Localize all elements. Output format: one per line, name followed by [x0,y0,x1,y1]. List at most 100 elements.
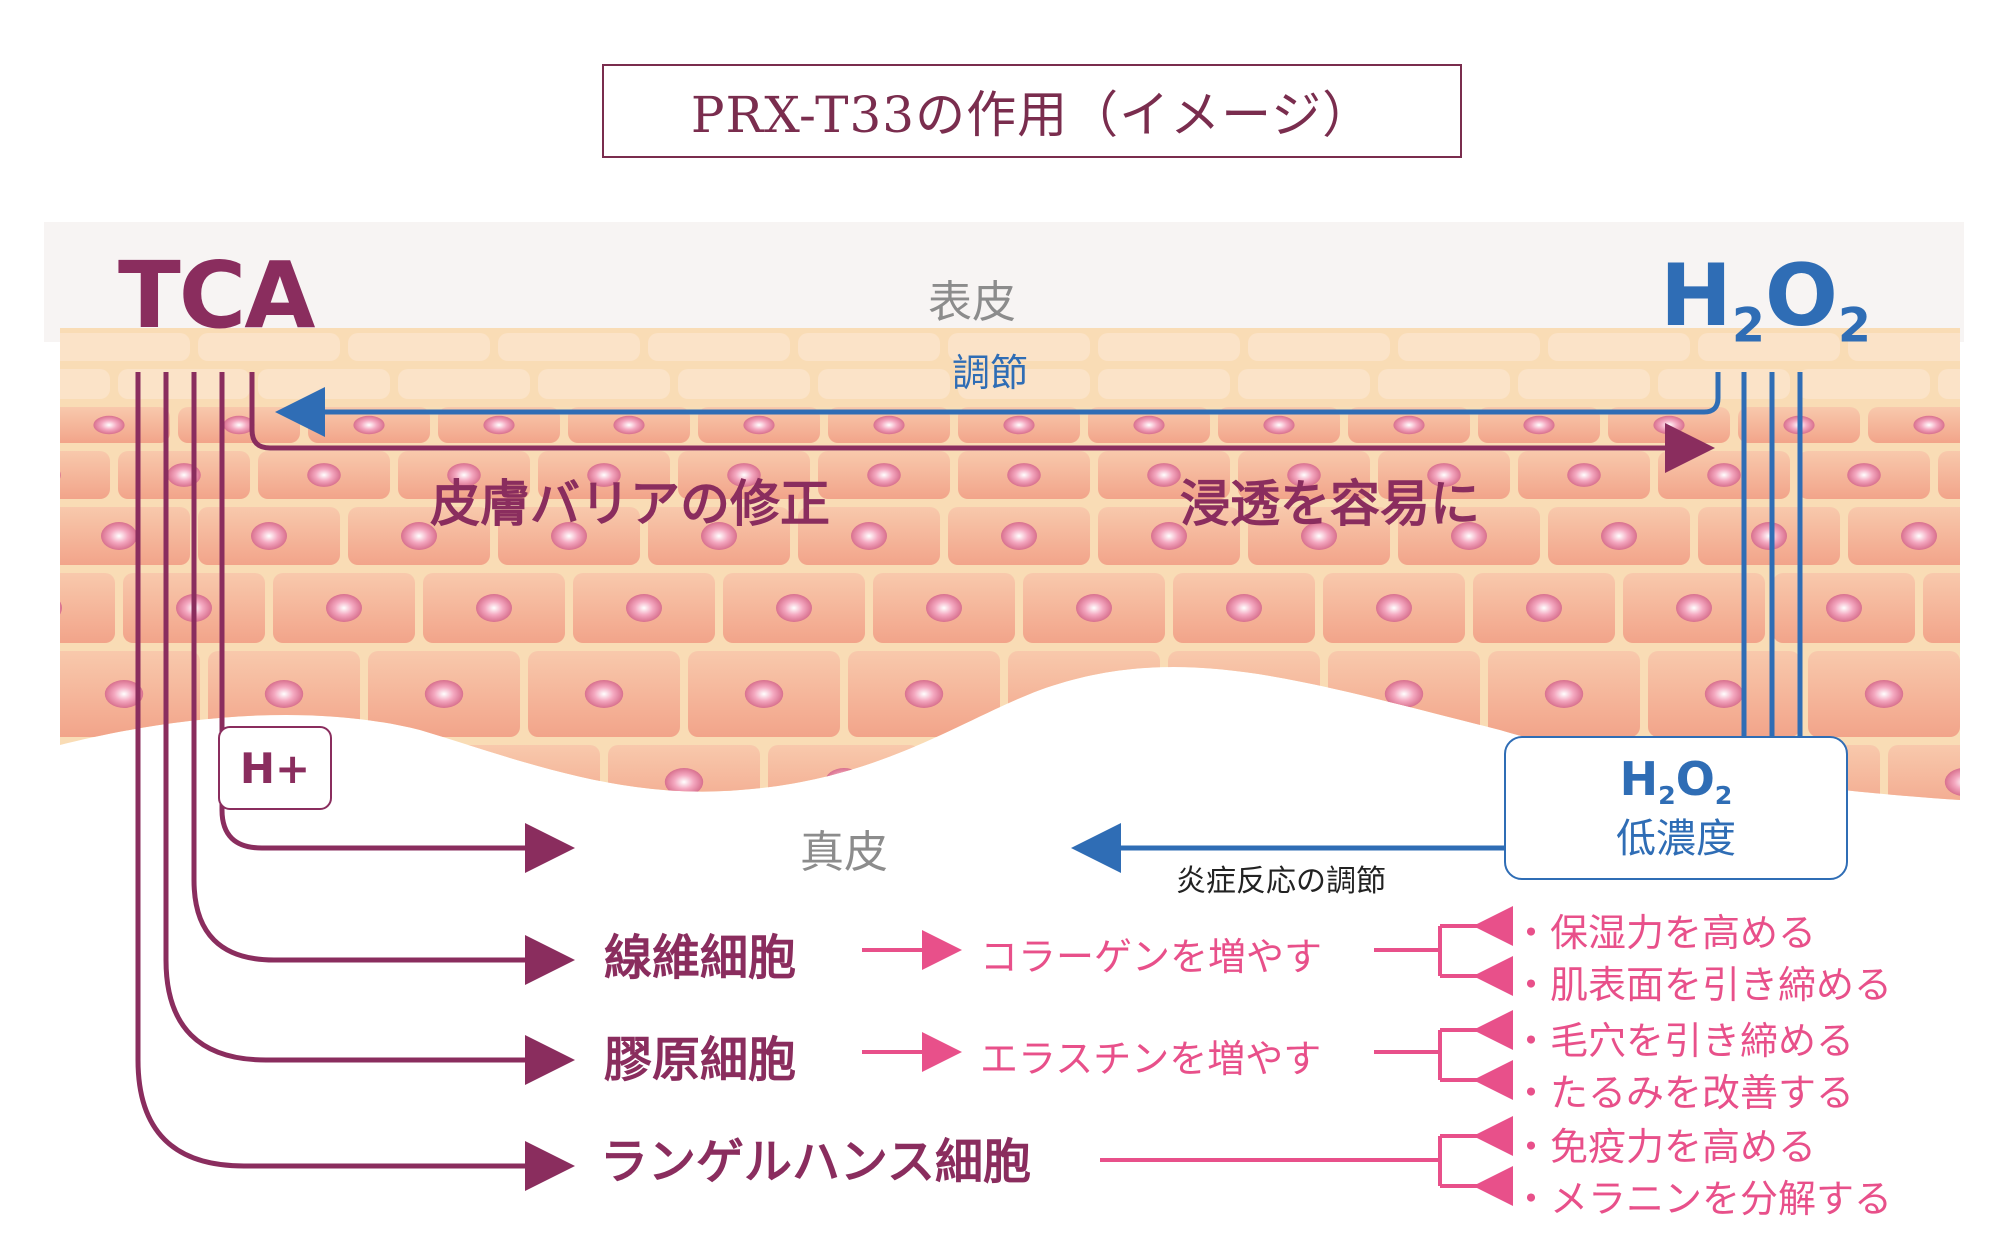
cell-nucleus [1676,594,1712,622]
cell-nucleus [476,594,512,622]
cell-nucleus [424,680,464,708]
h2o2-o: O [1764,246,1839,346]
cell-nucleus [873,415,905,435]
h2o2-box-h: H [1619,752,1659,806]
cell-nucleus [664,768,704,796]
regulation-label: 調節 [952,351,1029,395]
skin-cell [1238,369,1370,399]
skin-cell [118,369,250,399]
cell-nucleus [401,522,437,550]
fibrocyte-result-branch [1374,924,1490,978]
tca-barrier-arrow [249,372,1715,473]
cell-nucleus [1601,522,1637,550]
skin-cell [1888,745,1960,800]
cell-nucleus [1226,594,1262,622]
result-melanin: ・メラニンを分解する [1512,1177,1893,1221]
cell-nucleus [1526,594,1562,622]
cell-nucleus [1007,463,1041,487]
cell-nucleus [1707,463,1741,487]
cell-nucleus [776,594,812,622]
cell-nucleus [1301,522,1337,550]
cell-nucleus [101,522,137,550]
skin-cell [1923,573,1960,643]
skin-cell [1798,369,1930,399]
elastin-increase-label: エラスチンを増やす [980,1037,1322,1081]
h2o2-regulation-arrow [275,372,1721,437]
skin-cell [60,369,110,399]
cell-nucleus [1263,415,1295,435]
h2o2-sub2: 2 [1838,298,1871,354]
dermis-label: 真皮 [800,827,888,878]
cell-nucleus [584,680,624,708]
epidermis-label: 表皮 [928,277,1016,328]
cell-nucleus [867,463,901,487]
h2o2-box-formula: H2O2 [1506,752,1846,810]
tca-collagen-cell-arrow [163,372,575,1085]
collagen-result-branch [1374,1028,1490,1082]
skin-cell [498,333,640,361]
h2o2-box-sub2: 2 [1714,780,1733,810]
h2o2-h: H [1660,246,1732,346]
cell-nucleus [626,594,662,622]
cell-nucleus [353,415,385,435]
cell-nucleus [93,415,125,435]
skin-cell [1848,333,1960,361]
skin-cell [1518,369,1650,399]
h2o2-sub1: 2 [1731,298,1765,354]
cell-nucleus [743,415,775,435]
collagen-increase-label: コラーゲンを増やす [980,935,1323,979]
cell-nucleus [904,680,944,708]
cell-nucleus [1384,680,1424,708]
skin-cell [1098,333,1240,361]
h2o2-low-box: H2O2 低濃度 [1504,736,1848,880]
skin-cell [60,451,110,499]
diagram-title: PRX-T33の作用（イメージ） [690,86,1374,144]
cell-nucleus [1901,522,1937,550]
cell-nucleus [1147,463,1181,487]
h2o2-label: H2O2 [1660,246,1871,354]
langerhans-result-branch [1100,1134,1490,1188]
skin-cell [1398,333,1540,361]
cell-nucleus [613,415,645,435]
skin-cell [1378,369,1510,399]
cell-nucleus [1451,522,1487,550]
cell-nucleus [1523,415,1555,435]
result-improve-sagging: ・たるみを改善する [1512,1071,1855,1115]
cell-nucleus [1376,594,1412,622]
skin-cell [1248,333,1390,361]
cell-nucleus [851,522,887,550]
skin-cell [648,333,790,361]
cell-nucleus [447,463,481,487]
h2o2-box-sub1: 2 [1658,780,1676,810]
skin-surface-band [44,222,1964,342]
cell-nucleus [587,463,621,487]
result-tighten-pores: ・毛穴を引き締める [1512,1019,1855,1063]
skin-cell [348,333,490,361]
cell-nucleus [1001,522,1037,550]
cell-nucleus [223,415,255,435]
tca-langerhans-arrow [135,372,575,1191]
title-box: PRX-T33の作用（イメージ） [602,64,1462,158]
cell-nucleus [1393,415,1425,435]
cell-nucleus [307,463,341,487]
skin-cell [1548,333,1690,361]
skin-cell [948,333,1090,361]
tca-label: TCA [118,242,315,349]
cell-nucleus [1704,680,1744,708]
hplus-box: H+ [218,726,332,810]
collagen-cell-label: 膠原細胞 [604,1032,797,1088]
cell-nucleus [264,680,304,708]
cell-nucleus [1913,415,1945,435]
cell-nucleus [551,522,587,550]
cell-nucleus [483,415,515,435]
skin-cell [678,369,810,399]
skin-cell [60,573,115,643]
cell-nucleus [1151,522,1187,550]
cell-nucleus [1544,680,1584,708]
cell-nucleus [744,680,784,708]
skin-cell [538,369,670,399]
langerhans-cell-label: ランゲルハンス細胞 [600,1134,1032,1190]
h2o2-box-o: O [1675,752,1715,806]
